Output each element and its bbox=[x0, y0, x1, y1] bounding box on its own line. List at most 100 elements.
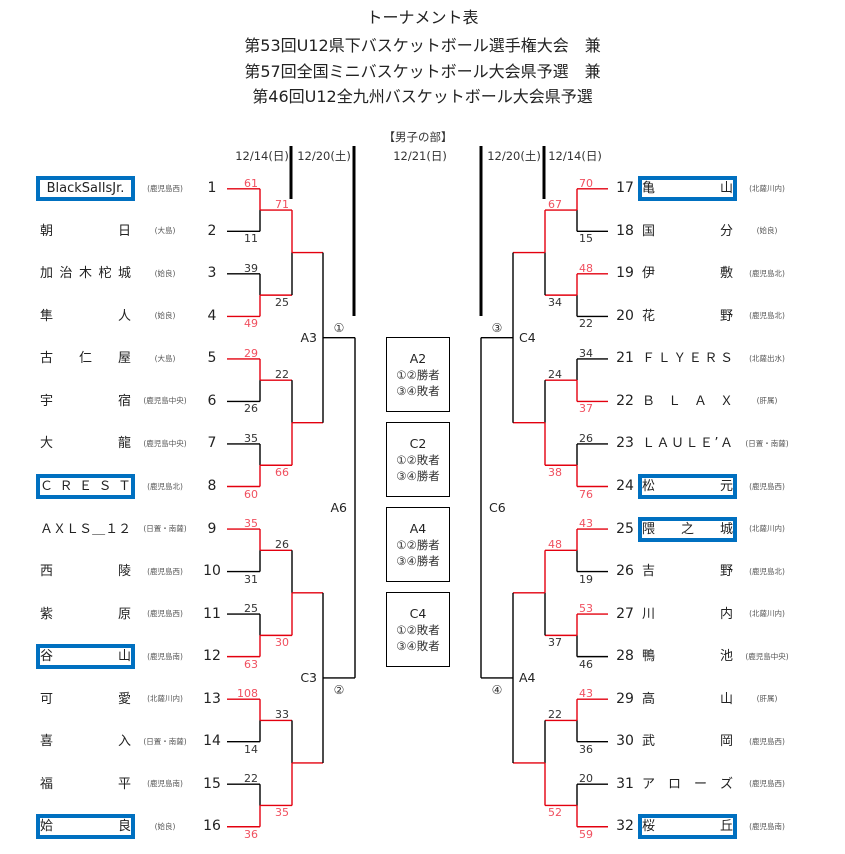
team-name: 隼人 bbox=[36, 304, 135, 329]
team-region: (鹿児島南) bbox=[147, 651, 183, 661]
team-name: 花野 bbox=[638, 304, 737, 329]
team-number: 17 bbox=[616, 180, 634, 197]
team-name-char: Ａ bbox=[693, 393, 707, 409]
team-number: 27 bbox=[616, 605, 634, 622]
team-name-char: Ｔ bbox=[117, 479, 131, 494]
team-name-char: 敷 bbox=[719, 266, 733, 282]
team-region: (北薩川内) bbox=[749, 183, 785, 193]
team-region: (鹿児島西) bbox=[147, 566, 183, 576]
team-name-char: Ａ bbox=[719, 436, 733, 452]
team-number: 25 bbox=[616, 520, 634, 537]
team-number: 18 bbox=[616, 222, 634, 239]
score-label: 33 bbox=[275, 708, 289, 722]
team-number: 28 bbox=[616, 648, 634, 665]
team-name: 武岡 bbox=[638, 729, 737, 754]
team-region: (姶良) bbox=[154, 311, 176, 321]
team-number: 24 bbox=[616, 478, 634, 494]
team-name-char: 鴨 bbox=[642, 649, 656, 665]
date-left-round1: 12/14(日) bbox=[235, 149, 289, 163]
match-code-label: C3 bbox=[300, 669, 317, 685]
team-number: 10 bbox=[203, 563, 221, 580]
team-name: 宇宿 bbox=[36, 389, 135, 414]
team-number: 1 bbox=[207, 180, 217, 197]
team-name-char: Ａ bbox=[656, 436, 670, 452]
score-label: 36 bbox=[579, 742, 593, 756]
score-label: 26 bbox=[579, 431, 593, 445]
score-label: 22 bbox=[244, 772, 258, 786]
team-number: 5 bbox=[207, 350, 217, 367]
team-name-char: 愛 bbox=[117, 691, 131, 707]
team-name: 桜丘 bbox=[638, 814, 737, 840]
team-name-char: 吉 bbox=[642, 564, 656, 580]
score-label: 22 bbox=[548, 708, 562, 722]
team-region: (鹿児島西) bbox=[147, 609, 183, 619]
score-label: 70 bbox=[579, 176, 593, 190]
placement-match-condition: ①②敗者 bbox=[396, 453, 440, 467]
team-name: 隈之城 bbox=[638, 516, 737, 542]
team-name: 鴨池 bbox=[638, 644, 737, 669]
score-label: 108 bbox=[237, 687, 258, 701]
team-number: 20 bbox=[616, 307, 634, 324]
team-name-char: 木 bbox=[78, 266, 92, 282]
placement-match-condition: ①②敗者 bbox=[396, 623, 440, 637]
team-number: 11 bbox=[203, 605, 221, 622]
team-name: 谷山 bbox=[36, 644, 135, 670]
team-name-char: Ｓ bbox=[98, 479, 112, 494]
score-label: 25 bbox=[275, 296, 289, 310]
score-label: 59 bbox=[579, 827, 593, 841]
score-label: 46 bbox=[579, 657, 593, 671]
team-number: 8 bbox=[207, 478, 217, 494]
team-number: 26 bbox=[616, 563, 634, 580]
score-label: 52 bbox=[548, 806, 562, 820]
team-number: 9 bbox=[207, 520, 217, 537]
score-label: 11 bbox=[244, 232, 258, 246]
team-name-char: 宿 bbox=[117, 393, 131, 409]
team-name-char: 高 bbox=[642, 691, 656, 707]
team-region: (北薩川内) bbox=[749, 609, 785, 619]
team-region: (鹿児島南) bbox=[147, 779, 183, 789]
score-label: 29 bbox=[244, 346, 258, 360]
team-name-char: 野 bbox=[719, 564, 733, 580]
division-label: 【男子の部】 bbox=[383, 130, 453, 144]
placement-match-condition: ③④勝者 bbox=[396, 554, 440, 568]
team-region: (鹿児島西) bbox=[749, 736, 785, 746]
team-name: 姶良 bbox=[36, 814, 135, 840]
team-name-char: 龍 bbox=[117, 436, 131, 452]
team-name-char: 元 bbox=[719, 479, 733, 494]
team-number: 13 bbox=[203, 690, 221, 707]
team-name-char: 喜 bbox=[40, 734, 54, 750]
score-label: 26 bbox=[275, 538, 289, 552]
team-region: (鹿児島中央) bbox=[745, 651, 789, 661]
semifinal-code-label: A6 bbox=[330, 499, 347, 515]
team-name-char: Ｅ bbox=[688, 351, 702, 367]
team-name-char: 可 bbox=[40, 691, 54, 707]
team-name-char: Ｌ bbox=[642, 436, 656, 452]
team-name-char: 国 bbox=[642, 223, 656, 239]
team-name-char: ２ bbox=[118, 521, 132, 537]
tournament-name-line-2: 第57回全国ミニバスケットボール大会県予選 兼 bbox=[244, 62, 601, 81]
team-region: (鹿児島北) bbox=[749, 268, 785, 278]
team-name-char: 伊 bbox=[642, 266, 656, 282]
team-name: 可愛 bbox=[36, 687, 135, 712]
score-label: 53 bbox=[579, 602, 593, 616]
score-label: 43 bbox=[579, 517, 593, 531]
team-region: (鹿児島西) bbox=[749, 481, 785, 491]
placement-match-code: C4 bbox=[409, 606, 427, 621]
team-name: アローズ bbox=[638, 772, 737, 797]
team-name-char: 丘 bbox=[719, 819, 733, 835]
team-name-char: Ｒ bbox=[59, 479, 73, 494]
team-name-char: Ｆ bbox=[642, 351, 656, 367]
score-label: 60 bbox=[244, 487, 258, 501]
team-number: 6 bbox=[207, 392, 217, 409]
team-name-char: Ｃ bbox=[40, 479, 54, 494]
team-region: (姶良) bbox=[756, 226, 778, 236]
team-name: 朝日 bbox=[36, 219, 135, 244]
team-name-char: Ｘ bbox=[53, 521, 67, 537]
team-name-char: Ｓ bbox=[719, 351, 733, 367]
team-name-char: Ｕ bbox=[670, 436, 684, 452]
team-region: (鹿児島中央) bbox=[143, 438, 187, 448]
